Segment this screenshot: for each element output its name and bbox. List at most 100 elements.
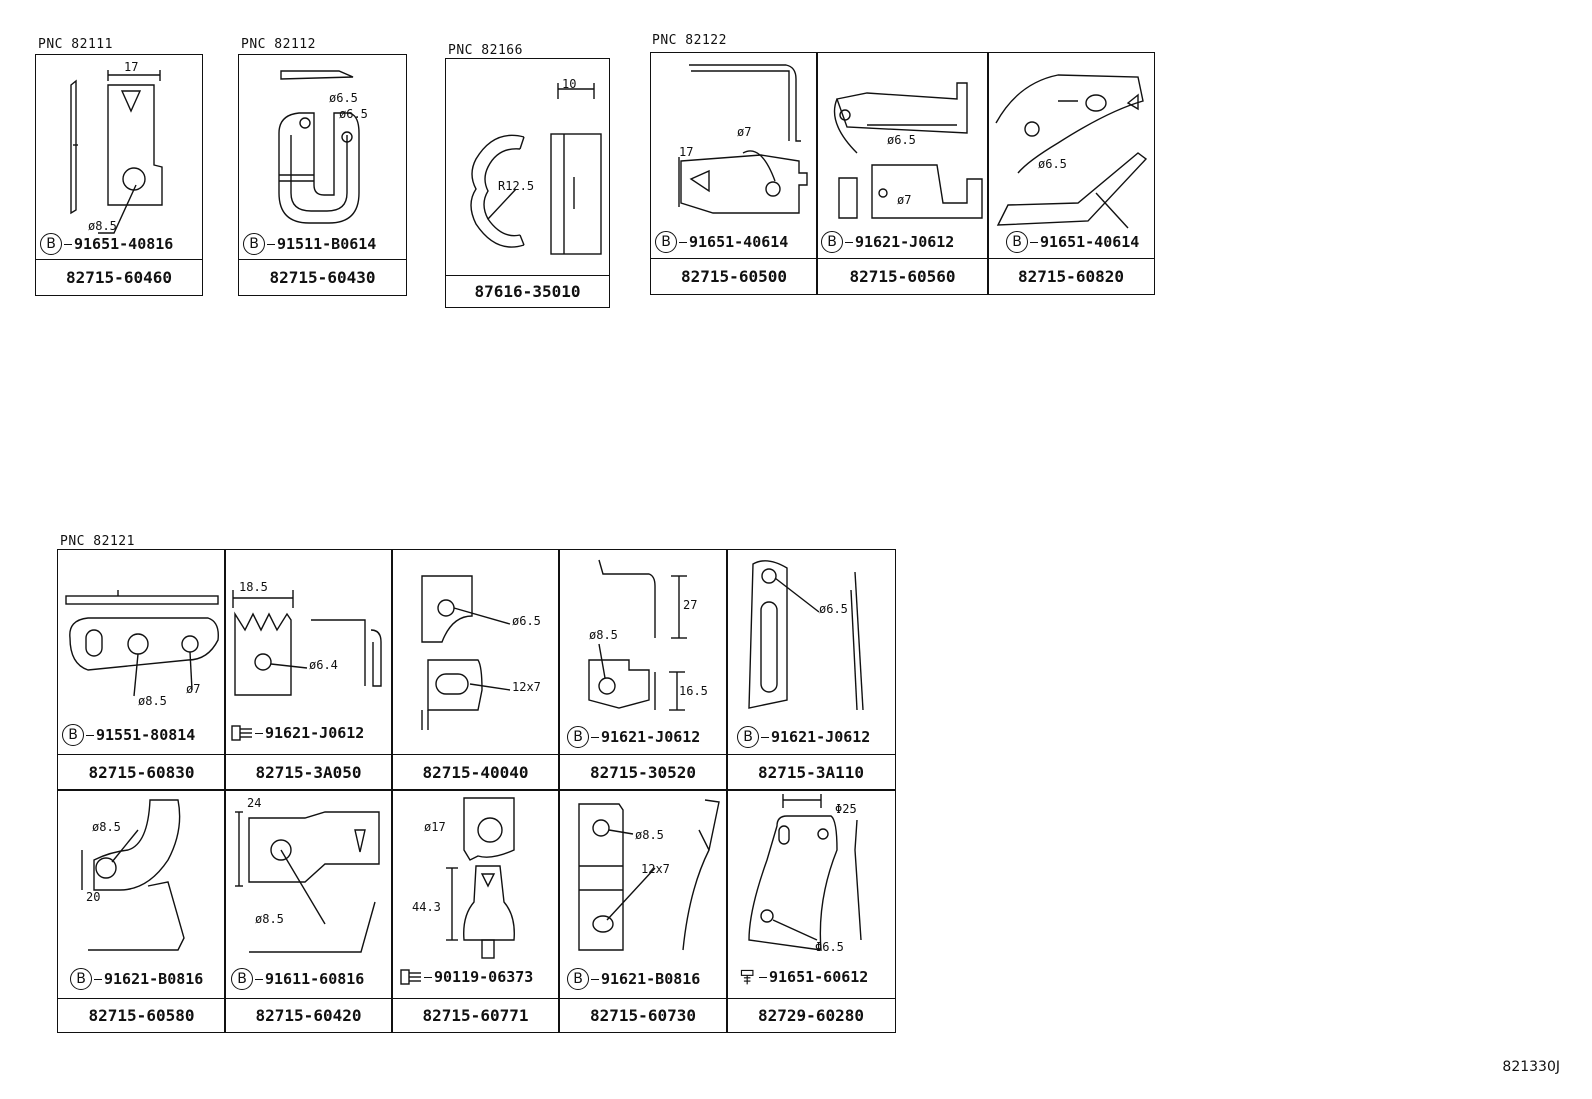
bolt-screw-icon [231,725,252,741]
bolt-callout[interactable]: B 91651-40816 [40,233,173,255]
dimension-label: ø6.5 [887,133,916,147]
dimension-label: 27 [683,598,698,612]
bolt-number: 91621-J0612 [265,724,365,742]
bracket-drawing [817,53,988,253]
part-cell-82715-3A050[interactable]: 18.5 ø6.4 91621-J0612 82715-3A050 [224,549,393,791]
part-cell-82715-3A110[interactable]: ø6.5 B 91621-J0612 82715-3A110 [726,549,896,791]
bolt-callout[interactable]: B 91621-J0612 [821,231,954,253]
part-number[interactable]: 82715-60500 [651,258,817,294]
bolt-number: 91621-B0816 [601,970,701,988]
bracket-drawing [727,550,895,750]
dimension-label: ø6.5 [512,614,541,628]
part-number[interactable]: 82715-60730 [559,998,727,1032]
bracket-drawing [559,790,727,990]
leader-line [1030,241,1038,243]
dimension-label: 12x7 [641,862,670,876]
dimension-label: 20 [86,890,101,904]
leader-line [64,243,72,245]
dimension-label: 12x7 [512,680,541,694]
bolt-callout[interactable]: 91621-J0612 [231,724,364,742]
b-symbol-icon: B [567,726,589,748]
bolt-screw-icon [740,969,754,985]
bracket-drawing [225,550,392,750]
clamp-drawing [239,55,405,255]
leader-line [94,978,102,980]
clip-drawing [446,59,609,269]
bolt-callout[interactable]: B 91511-B0614 [243,233,376,255]
part-number[interactable]: 87616-35010 [446,275,609,307]
part-cell-82715-60460[interactable]: 17 ø8.5 B 91651-40816 82715-60460 [35,54,203,296]
part-cell-82715-60820[interactable]: ø6.5 B 91651-40614 82715-60820 [987,52,1155,295]
part-number[interactable]: 82715-60820 [988,258,1154,294]
b-symbol-icon: B [40,233,62,255]
part-cell-82715-60500[interactable]: 17 ø7 B 91651-40614 82715-60500 [650,52,818,295]
bolt-callout[interactable]: 91651-60612 [739,966,868,988]
part-cell-82715-60580[interactable]: ø8.5 20 B 91621-B0816 82715-60580 [57,789,226,1033]
part-cell-82715-60430[interactable]: ø6.5 ø6.5 B 91511-B0614 82715-60430 [238,54,407,296]
pnc-label-82111: PNC 82111 [38,37,113,52]
pnc-label-82166: PNC 82166 [448,43,523,58]
part-cell-82715-60771[interactable]: ø17 44.3 90119-06373 82715-60771 [391,789,560,1033]
part-cell-82715-30520[interactable]: 27 ø8.5 16.5 B 91621-J0612 82715-30520 [558,549,728,791]
leader-line [845,241,853,243]
bolt-number: 91621-J0612 [771,728,871,746]
part-number[interactable]: 82715-60430 [239,259,406,295]
dimension-label: ø8.5 [92,820,121,834]
bolt-callout[interactable]: 90119-06373 [400,968,533,986]
bolt-number: 91611-60816 [265,970,365,988]
dimension-label: ø8.5 [635,828,664,842]
part-number[interactable]: 82715-60420 [225,998,392,1032]
bolt-callout[interactable]: B 91651-40614 [1006,231,1139,253]
bolt-number: 91651-40614 [689,233,789,251]
leader-line [591,978,599,980]
dimension-label: ø8.5 [255,912,284,926]
bolt-callout[interactable]: B 91621-B0816 [567,968,700,990]
part-number[interactable]: 82729-60280 [727,998,895,1032]
b-symbol-icon: B [62,724,84,746]
b-symbol-icon: B [1006,231,1028,253]
dimension-label: ø6.5 [339,107,368,121]
b-symbol-icon: B [231,968,253,990]
bracket-drawing [58,550,225,750]
bolt-number: 90119-06373 [434,968,534,986]
dimension-label: 24 [247,796,262,810]
part-number[interactable]: 82715-60771 [392,998,559,1032]
bolt-number: 91551-80814 [96,726,196,744]
part-number[interactable]: 82715-60580 [58,998,225,1032]
dimension-label: ø6.5 [1038,157,1067,171]
bolt-callout[interactable]: B 91651-40614 [655,231,788,253]
part-cell-82715-60420[interactable]: 24 ø8.5 B 91611-60816 82715-60420 [224,789,393,1033]
part-number[interactable]: 82715-3A110 [727,754,895,790]
pnc-label-82122: PNC 82122 [652,33,727,48]
pnc-label-82112: PNC 82112 [241,37,316,52]
leader-line [761,736,769,738]
b-symbol-icon: B [821,231,843,253]
part-cell-82715-60560[interactable]: ø6.5 ø7 B 91621-J0612 82715-60560 [816,52,989,295]
bracket-drawing [225,790,392,990]
part-cell-87616-35010[interactable]: 10 R12.5 87616-35010 [445,58,610,308]
b-symbol-icon: B [655,231,677,253]
bolt-callout[interactable]: B 91621-J0612 [567,726,700,748]
bolt-number: 91651-60612 [769,968,869,986]
dimension-label: 17 [124,60,139,74]
dimension-label: Φ6.5 [815,940,844,954]
bolt-callout[interactable]: B 91621-J0612 [737,726,870,748]
part-number[interactable]: 82715-60460 [36,259,202,295]
b-symbol-icon: B [737,726,759,748]
part-number[interactable]: 82715-60560 [817,258,988,294]
part-cell-82715-60830[interactable]: ø8.5 ø7 B 91551-80814 82715-60830 [57,549,226,791]
dimension-label: ø6.5 [329,91,358,105]
part-cell-82715-40040[interactable]: ø6.5 12x7 82715-40040 [391,549,560,791]
dimension-label: ø6.5 [819,602,848,616]
part-number[interactable]: 82715-3A050 [225,754,392,790]
bolt-callout[interactable]: B 91611-60816 [231,968,364,990]
part-cell-82715-60730[interactable]: ø8.5 12x7 B 91621-B0816 82715-60730 [558,789,728,1033]
part-number[interactable]: 82715-30520 [559,754,727,790]
bolt-number: 91511-B0614 [277,235,377,253]
bolt-callout[interactable]: B 91621-B0816 [70,968,203,990]
part-cell-82729-60280[interactable]: Φ25 Φ6.5 91651-60612 82729-60280 [726,789,896,1033]
part-number[interactable]: 82715-60830 [58,754,225,790]
part-number[interactable]: 82715-40040 [392,754,559,790]
b-symbol-icon: B [567,968,589,990]
bolt-callout[interactable]: B 91551-80814 [62,724,195,746]
